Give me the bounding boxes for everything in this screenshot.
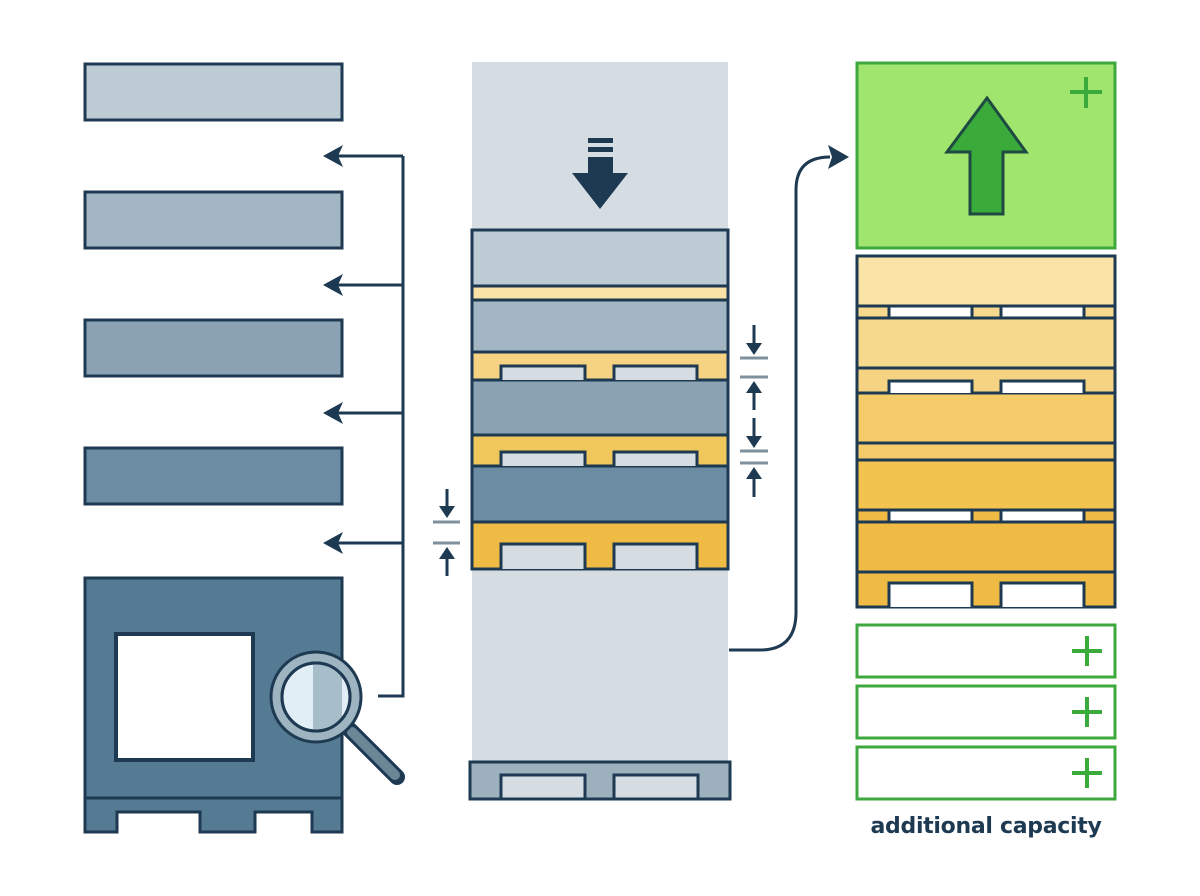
up-arrow-icon xyxy=(944,95,1029,216)
center-stack xyxy=(470,228,730,571)
distribution-arrows xyxy=(336,154,405,698)
base-pallet xyxy=(468,760,732,801)
gap-indicator-3 xyxy=(433,489,460,576)
bracket-line xyxy=(378,156,405,698)
capacity-slot-2 xyxy=(855,684,1117,740)
unit-window xyxy=(114,632,255,762)
arrowhead-4 xyxy=(323,532,343,554)
gap-indicator-2 xyxy=(740,418,768,497)
flow-arrowhead xyxy=(828,145,849,169)
stack-layer-2 xyxy=(470,298,730,354)
arrowhead-3 xyxy=(323,402,343,424)
plus-icon xyxy=(1072,758,1102,788)
plus-icon xyxy=(1070,77,1102,108)
capacity-slot-1 xyxy=(855,623,1117,679)
down-arrow-icon xyxy=(572,138,628,209)
left-shelves xyxy=(83,62,344,506)
unit-pallet-base xyxy=(83,796,344,834)
stack-layer-4 xyxy=(470,464,730,524)
stack-layer-3 xyxy=(470,378,730,437)
arrowhead-2 xyxy=(323,274,343,296)
capacity-slots xyxy=(855,623,1117,801)
capacity-boost-panel xyxy=(855,61,1117,250)
additional-capacity-label: additional capacity xyxy=(870,814,1102,839)
stack-separator-1 xyxy=(470,284,730,302)
plus-icon xyxy=(1072,697,1102,727)
shelf-1 xyxy=(83,62,344,122)
gap-indicator-1 xyxy=(740,325,768,410)
shelf-2 xyxy=(83,190,344,250)
arrowheads xyxy=(323,145,343,554)
capacity-slot-3 xyxy=(855,745,1117,801)
right-stack-slots xyxy=(887,304,1086,607)
stack-layer-1 xyxy=(470,228,730,288)
shelf-3 xyxy=(83,318,344,378)
center-pallet-slots xyxy=(499,364,699,569)
flow-connector xyxy=(729,155,831,652)
inspected-unit xyxy=(83,576,344,834)
plus-icon xyxy=(1072,636,1102,666)
arrowhead-1 xyxy=(323,145,343,167)
shelf-4 xyxy=(83,446,344,506)
magnifier-icon xyxy=(269,650,405,785)
